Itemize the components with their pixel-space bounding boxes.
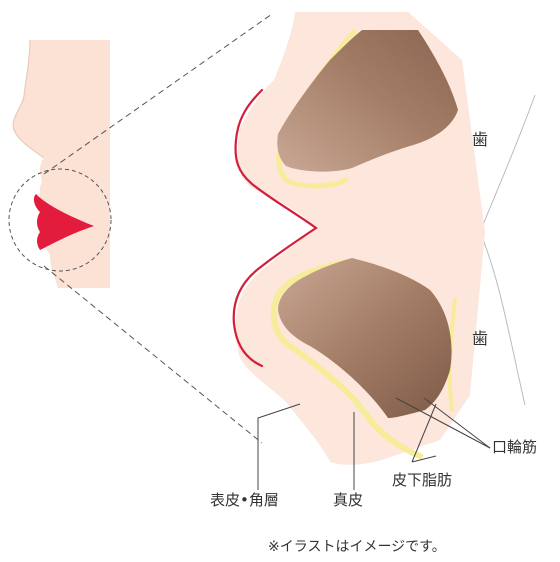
tooth-label-lower: 歯	[472, 329, 489, 348]
lip-red-outline	[232, 88, 318, 368]
fat-leader-a	[411, 403, 437, 463]
epidermis-label: 表皮•角層	[210, 491, 279, 509]
face-profile	[13, 40, 111, 288]
muscle-upper	[277, 30, 458, 172]
face-profile-outline	[12, 39, 45, 159]
orbicularis-leader-a	[395, 397, 491, 449]
zoom-guide-line-top	[43, 13, 273, 175]
lips-icon	[33, 194, 94, 250]
zoom-guide-line-bottom	[43, 265, 263, 444]
illustration-footnote: ※イラストはイメージです。	[268, 539, 446, 555]
subcutaneous-fat-label: 皮下脂肪	[392, 471, 453, 489]
muscle-lower	[278, 258, 452, 418]
tooth-label-upper: 歯	[472, 130, 489, 149]
dermis-label: 真皮	[333, 491, 364, 509]
epidermis-leader	[257, 403, 301, 490]
fat-leader-b	[411, 455, 437, 463]
zoom-circle	[8, 168, 112, 272]
orbicularis-label: 口輪筋	[492, 438, 538, 456]
fat-layer-lower	[270, 259, 423, 459]
